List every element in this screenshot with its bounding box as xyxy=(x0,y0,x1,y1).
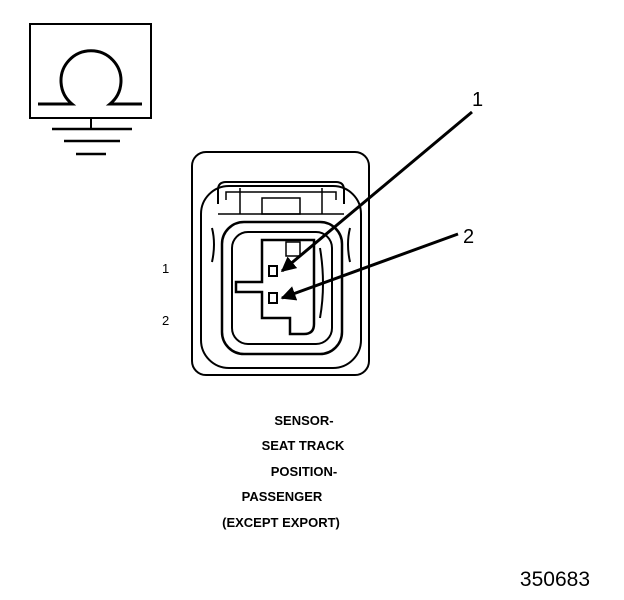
title-line: PASSENGER xyxy=(242,489,323,504)
pin-label-2: 2 xyxy=(162,313,169,328)
title-line: SEAT TRACK xyxy=(262,438,345,453)
diagram-title: SENSOR- SEAT TRACK POSITION- PASSENGER (… xyxy=(222,413,345,530)
callout-number-1: 1 xyxy=(472,89,483,111)
ground-symbol-icon xyxy=(52,118,132,156)
callout-leader-2 xyxy=(280,232,459,301)
title-line: POSITION- xyxy=(271,464,337,479)
omega-ohm-symbol-icon xyxy=(29,23,152,119)
callout-leader-1 xyxy=(280,110,473,273)
title-line: SENSOR- xyxy=(274,413,333,428)
pin-label-1: 1 xyxy=(162,261,169,276)
callout-number-2: 2 xyxy=(463,226,474,248)
connector-face-icon xyxy=(191,151,370,376)
title-line: (EXCEPT EXPORT) xyxy=(222,515,340,530)
figure-number: 350683 xyxy=(520,568,590,591)
